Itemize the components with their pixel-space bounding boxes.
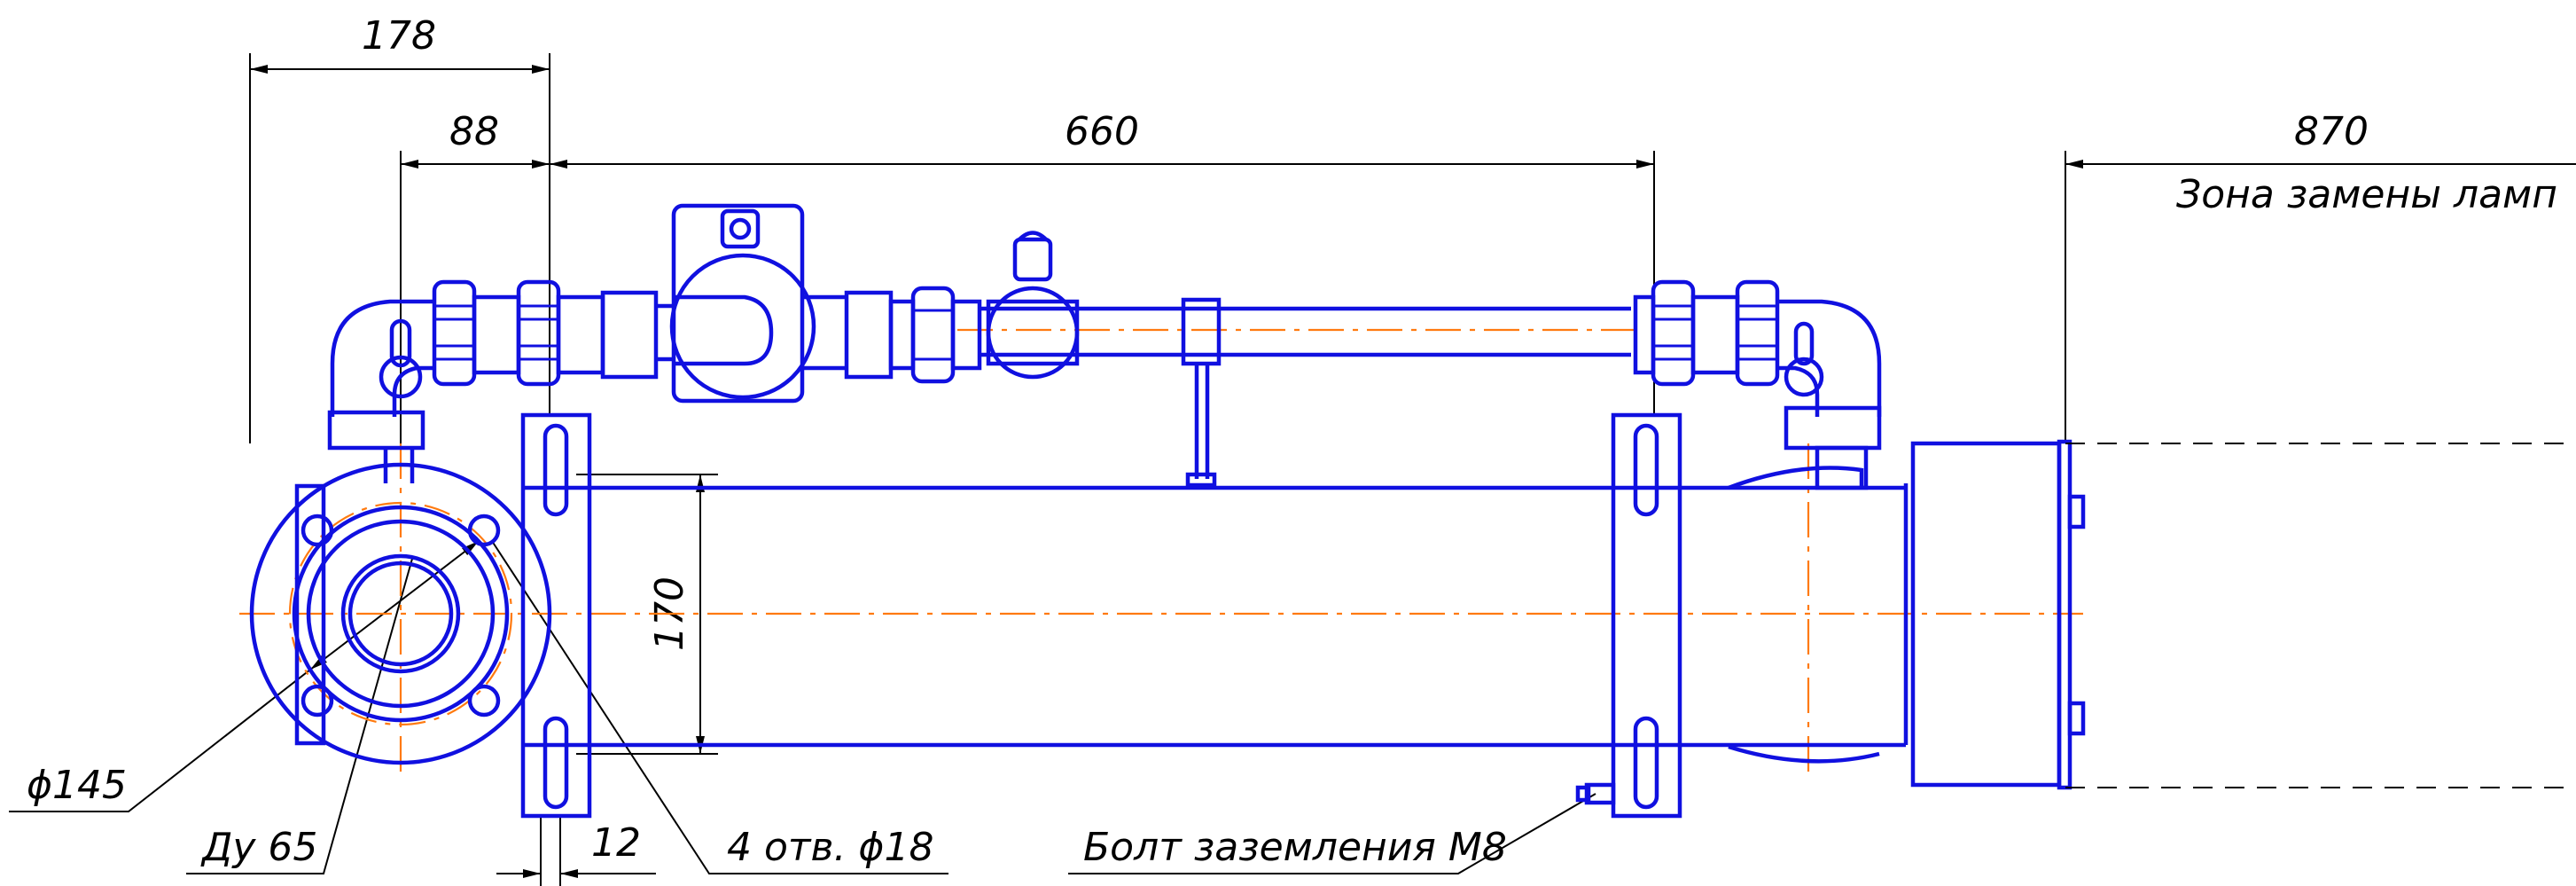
- union-left-2: [516, 279, 561, 387]
- dim-12-text: 12: [591, 820, 641, 866]
- tap-valve: [986, 231, 1080, 380]
- dim-88-text: 88: [449, 109, 499, 154]
- ground-bolt-label: Болт заземления М8: [1083, 825, 1507, 870]
- phi145-label: ϕ145: [27, 763, 127, 808]
- elbow-left: [327, 299, 434, 483]
- leader-dn65: Ду 65: [186, 558, 413, 874]
- bracket-right: [1611, 412, 1682, 819]
- coupling-left-2: [600, 290, 659, 380]
- dim-178-text: 178: [362, 13, 436, 59]
- ball-valve: [669, 203, 816, 404]
- union-right-2: [1735, 279, 1780, 387]
- coupling-left: [556, 294, 605, 375]
- dimension-870: 870 Зона замены ламп: [2065, 109, 2576, 217]
- dimension-88: 88: [401, 109, 550, 169]
- dimension-12: 12: [496, 820, 656, 878]
- leader-phi145: ϕ145: [9, 540, 480, 812]
- dimension-660: 660: [550, 109, 1654, 169]
- leader-holes: 4 отв. ϕ18: [491, 540, 948, 874]
- dimension-178: 178: [250, 13, 550, 74]
- dn65-label: Ду 65: [200, 825, 317, 870]
- elbow-right: [1777, 299, 1882, 490]
- dim-660-text: 660: [1065, 109, 1139, 154]
- union-right-1: [1651, 279, 1696, 387]
- inlet-flange: [249, 462, 552, 765]
- nipple-right: [1690, 294, 1740, 375]
- center-lines: [239, 328, 2083, 780]
- holes-label: 4 отв. ϕ18: [727, 825, 933, 870]
- lamp-zone-label: Зона замены ламп: [2176, 172, 2557, 217]
- coupling-valve-right: [844, 290, 894, 380]
- lamp-housing: [1728, 439, 2576, 790]
- extension-lines: [249, 53, 2066, 886]
- dim-870-text: 870: [2294, 109, 2369, 154]
- ground-bolt: [1575, 782, 1616, 805]
- leader-ground-bolt: Болт заземления М8: [1068, 793, 1596, 874]
- union-left-1: [432, 279, 477, 387]
- bypass-pipe: [980, 297, 1631, 488]
- reactor-body: [294, 483, 1909, 748]
- nipple-left: [472, 294, 521, 375]
- union-center: [910, 286, 956, 384]
- bracket-left: [520, 412, 592, 819]
